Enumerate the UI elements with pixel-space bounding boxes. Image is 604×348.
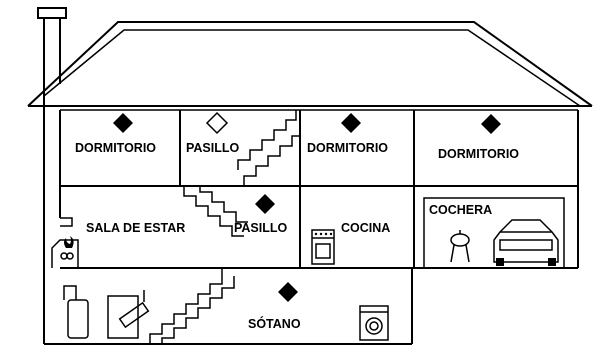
room-label-pasillo-upper: PASILLO (186, 141, 240, 155)
stove-icon (311, 229, 335, 265)
grill-icon (450, 230, 470, 263)
room-label-dormitorio-3: DORMITORIO (438, 147, 519, 161)
lower-staircase (149, 268, 235, 344)
furnace-icon (107, 290, 150, 339)
smoke-detector-pasillo-upper (205, 111, 229, 135)
garage-door-frame (423, 197, 565, 269)
water-heater-icon (63, 285, 89, 339)
room-label-cochera: COCHERA (429, 203, 492, 217)
chimney-icon (37, 7, 67, 98)
smoke-detector-dormitorio-1 (113, 113, 133, 133)
room-label-sotano: SÓTANO (248, 316, 301, 331)
room-label-dormitorio-2: DORMITORIO (307, 141, 388, 155)
smoke-detector-sotano (278, 282, 298, 302)
upper-staircase (237, 110, 300, 186)
room-label-pasillo-lower: PASILLO (234, 221, 288, 235)
smoke-detector-dormitorio-2 (341, 113, 361, 133)
smoke-detector-pasillo-lower (255, 194, 275, 214)
room-label-cocina: COCINA (341, 221, 390, 235)
room-label-sala-de-estar: SALA DE ESTAR (86, 221, 185, 235)
fireplace-icon (51, 236, 79, 268)
smoke-detector-dormitorio-3 (481, 114, 501, 134)
room-label-dormitorio-1: DORMITORIO (75, 141, 156, 155)
washing-machine-icon (359, 305, 389, 341)
car-icon (493, 219, 559, 266)
middle-staircase (183, 186, 248, 237)
roof (27, 21, 593, 107)
